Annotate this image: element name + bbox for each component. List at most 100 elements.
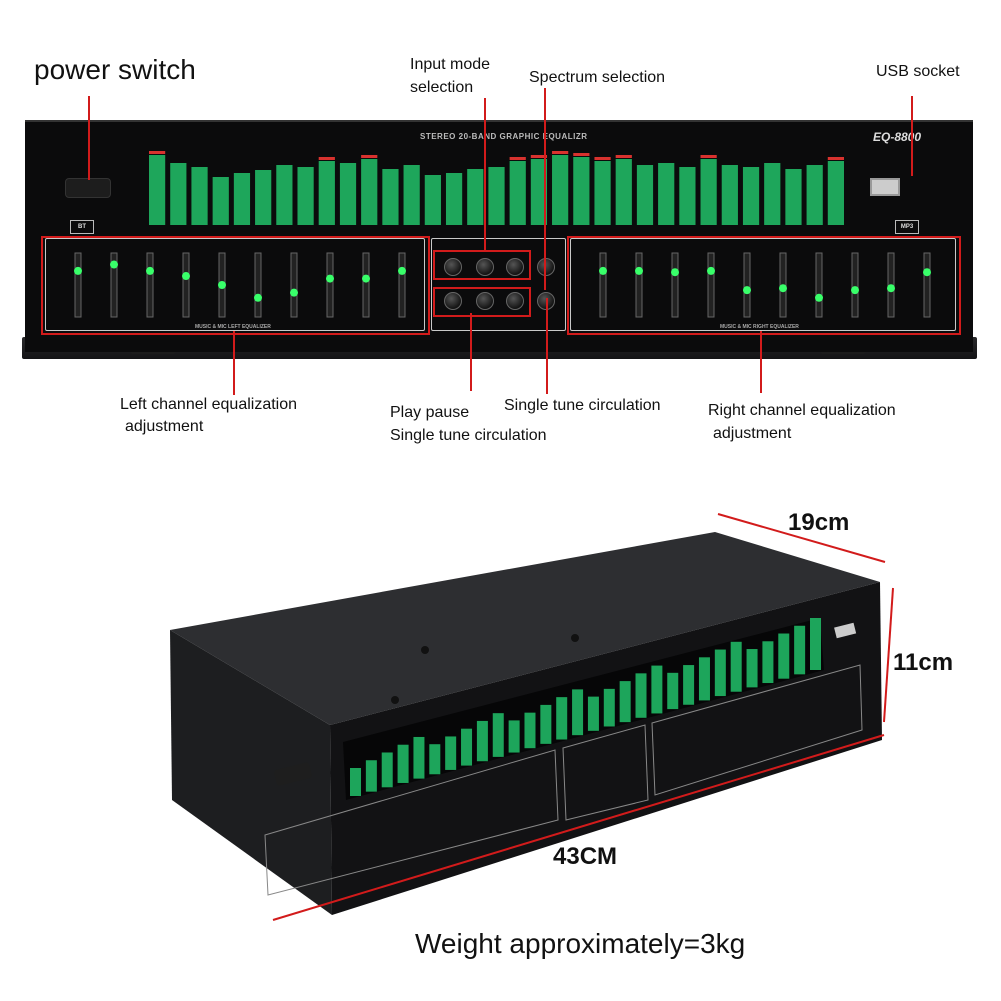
- play-pause-label-2: Single tune circulation: [390, 427, 547, 444]
- input-mode-leader: [484, 98, 486, 252]
- spectrum-bar: [361, 159, 378, 225]
- perspective-spectrum-bar: [587, 696, 599, 731]
- spectrum-bar: [742, 167, 760, 225]
- spectrum-peak: [615, 155, 632, 158]
- eq-slider-knob: [707, 266, 715, 275]
- spectrum-peak: [509, 157, 526, 160]
- device-title: STEREO 20-BAND GRAPHIC EQUALIZR: [420, 132, 588, 141]
- play-pause-button[interactable]: [444, 292, 462, 310]
- spectrum-bar: [488, 167, 505, 225]
- previous-button[interactable]: [476, 292, 494, 310]
- spectrum-bar: [424, 175, 441, 225]
- play-pause-highlight: [433, 287, 531, 317]
- spectrum-bar: [403, 165, 420, 225]
- spectrum-button[interactable]: [537, 258, 555, 276]
- eq-slider-track: [182, 252, 190, 318]
- spectrum-bar: [594, 161, 611, 225]
- eq-slider-knob: [923, 268, 931, 277]
- perspective-spectrum-bar: [698, 657, 710, 701]
- eq-slider-knob: [218, 281, 226, 289]
- left-eq-label-2: adjustment: [125, 418, 204, 435]
- eq-slider-knob: [326, 274, 334, 283]
- spectrum-bar: [318, 161, 335, 225]
- input-mode-button[interactable]: [444, 258, 462, 276]
- eq-slider-knob: [815, 293, 823, 302]
- perspective-spectrum-bar: [651, 665, 663, 714]
- eq-slider-knob: [671, 268, 679, 277]
- play-pause-leader: [470, 313, 472, 391]
- eq-slider-track: [923, 252, 931, 318]
- perspective-spectrum-bar: [778, 633, 790, 679]
- perspective-spectrum-bar: [714, 649, 726, 697]
- perspective-spectrum-bar: [461, 728, 473, 766]
- eq-slider-track: [110, 252, 118, 318]
- eq-slider-track: [815, 252, 823, 318]
- right-eq-highlight: [567, 236, 961, 335]
- left-eq-panel: [45, 238, 425, 331]
- perspective-spectrum-bar: [667, 672, 679, 710]
- perspective-spectrum-bar: [492, 713, 504, 757]
- input-mode-button-2[interactable]: [476, 258, 494, 276]
- eq-slider-knob: [146, 266, 154, 275]
- input-mode-label-2: selection: [410, 79, 474, 96]
- eq-slider-track: [851, 252, 859, 318]
- eq-slider-knob: [779, 284, 787, 293]
- left-eq-sliders[interactable]: [60, 245, 416, 323]
- eq-slider-track: [74, 252, 82, 318]
- eq-slider-track: [707, 252, 715, 318]
- spectrum-display: [149, 151, 844, 225]
- eq-slider-knob: [398, 266, 406, 275]
- eq-slider-track: [146, 252, 154, 318]
- perspective-spectrum-bar: [365, 760, 377, 792]
- power-leader: [88, 96, 90, 180]
- perspective-spectrum-bar: [746, 649, 758, 688]
- spectrum-bar: [445, 173, 463, 225]
- power-switch-label: power switch: [34, 54, 196, 85]
- spectrum-label: Spectrum selection: [529, 69, 666, 86]
- eq-slider-track: [743, 252, 751, 318]
- spectrum-bar: [721, 165, 738, 225]
- perspective-spectrum-bar: [524, 712, 536, 749]
- right-eq-label-2: adjustment: [713, 425, 792, 442]
- eq-slider-track: [362, 252, 370, 318]
- perspective-spectrum-bar: [619, 681, 631, 723]
- spectrum-bar: [827, 161, 844, 225]
- spectrum-bar: [233, 173, 251, 225]
- next-button[interactable]: [506, 292, 524, 310]
- usb-socket[interactable]: [870, 178, 900, 196]
- eq-slider-knob: [635, 266, 643, 275]
- perspective-spectrum-bar: [572, 689, 584, 736]
- perspective-spectrum-bar: [810, 618, 821, 670]
- spectrum-bar: [636, 165, 654, 225]
- right-eq-leader: [760, 331, 762, 393]
- model-label: EQ-8800: [873, 130, 922, 144]
- mp3-badge: MP3: [895, 220, 919, 234]
- spectrum-bar: [785, 169, 802, 225]
- perspective-spectrum-bar: [730, 641, 742, 692]
- perspective-spectrum-bar: [350, 768, 361, 796]
- spectrum-bar: [764, 163, 781, 225]
- eq-slider-track: [326, 252, 334, 318]
- spectrum-peak: [361, 155, 378, 158]
- spectrum-peak: [552, 151, 569, 154]
- eq-slider-knob: [743, 286, 751, 295]
- spectrum-bar: [297, 167, 314, 225]
- perspective-spectrum-bar: [445, 736, 457, 770]
- perspective-spectrum-bar: [508, 720, 520, 753]
- eq-slider-track: [290, 252, 298, 318]
- spectrum-bar: [615, 159, 632, 225]
- spectrum-bar: [530, 159, 548, 225]
- eq-slider-knob: [599, 266, 607, 275]
- usb-leader: [911, 96, 913, 176]
- perspective-spectrum-bar: [603, 688, 615, 727]
- spectrum-bar: [191, 167, 208, 225]
- height-dimension: 11cm: [893, 649, 954, 676]
- equalizer-perspective-view: [170, 532, 882, 915]
- eq-slider-track: [671, 252, 679, 318]
- right-eq-sliders[interactable]: [585, 245, 941, 323]
- input-mode-button-3[interactable]: [506, 258, 524, 276]
- eq-slider-track: [599, 252, 607, 318]
- left-eq-label: Left channel equalization: [120, 396, 298, 413]
- spectrum-peak: [149, 151, 166, 154]
